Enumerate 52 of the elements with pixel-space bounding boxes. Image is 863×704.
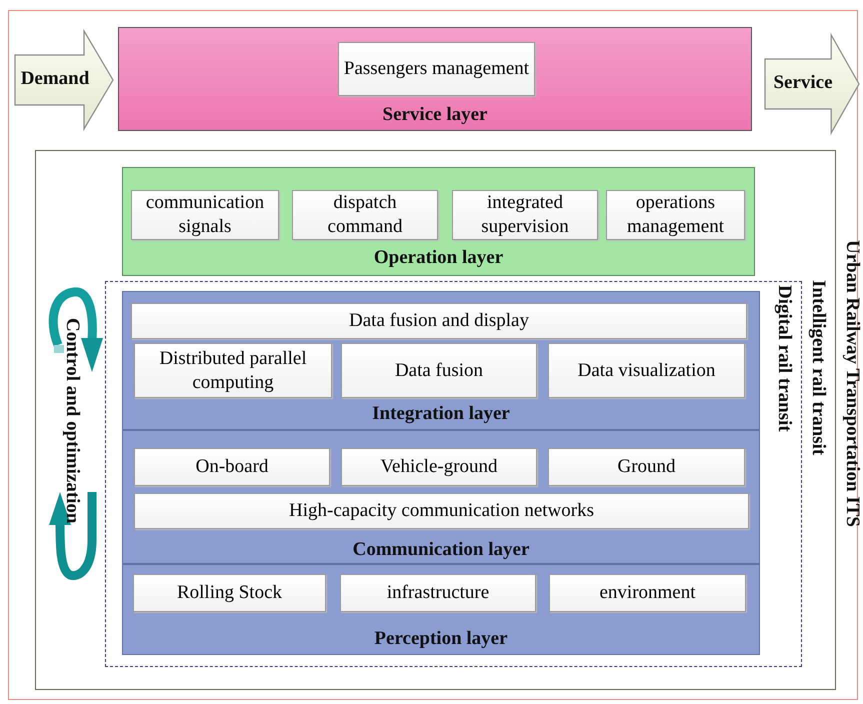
box-text: operations management xyxy=(626,191,726,239)
layer-title: Integration layer xyxy=(371,402,511,426)
box-text: Passengers management xyxy=(342,57,530,81)
text-box xyxy=(549,574,746,612)
arrow-label: Service xyxy=(772,70,834,95)
box-text: Vehicle-ground xyxy=(379,455,499,479)
box-text: On-board xyxy=(194,455,270,479)
text-box xyxy=(548,448,745,486)
text-box xyxy=(606,190,745,240)
text-box xyxy=(338,42,535,96)
box-text: integrated supervision xyxy=(480,191,570,239)
text-box xyxy=(134,493,749,529)
text-box xyxy=(452,190,598,240)
layer-band xyxy=(122,430,760,564)
text-box xyxy=(134,448,330,486)
layer-title: Perception layer xyxy=(373,626,509,651)
box-text: communication signals xyxy=(144,191,266,239)
text-box xyxy=(341,343,537,398)
arrow-label: Demand xyxy=(20,66,90,91)
block-arrow xyxy=(14,30,114,130)
layer-band xyxy=(122,291,760,430)
text-box xyxy=(134,343,332,398)
text-box xyxy=(292,190,438,240)
vertical-label: Intelligent rail transit xyxy=(806,280,829,456)
text-box xyxy=(340,574,536,612)
box-text: Rolling Stock xyxy=(176,581,284,605)
layer-title: Communication layer xyxy=(352,538,530,562)
box-text: Ground xyxy=(616,455,677,479)
box-text: environment xyxy=(598,581,697,605)
layer-band xyxy=(118,27,752,131)
text-box xyxy=(341,448,537,486)
text-box xyxy=(133,574,326,612)
layer-band xyxy=(122,564,760,655)
vertical-label: Control and optimization xyxy=(60,318,83,524)
layer-title: Operation layer xyxy=(372,246,504,270)
text-box xyxy=(131,190,279,240)
dashed-group-frame xyxy=(105,281,802,667)
box-text: Data visualization xyxy=(576,358,716,382)
box-text: dispatch command xyxy=(326,191,404,239)
text-box xyxy=(131,303,747,339)
box-text: infrastructure xyxy=(386,581,490,605)
block-arrow xyxy=(764,34,860,134)
text-box xyxy=(548,343,745,398)
box-text: Distributed parallel computing xyxy=(158,346,308,394)
box-text: Data fusion and display xyxy=(348,309,530,333)
layer-title: Service layer xyxy=(382,102,488,127)
layer-band xyxy=(122,167,755,276)
box-text: High-capacity communication networks xyxy=(288,499,595,523)
box-text: Data fusion xyxy=(394,358,484,382)
group-frame xyxy=(35,150,836,690)
vertical-label: Digital rail transit xyxy=(772,285,795,432)
vertical-title: Urban Railway Transportation ITS xyxy=(840,240,863,527)
